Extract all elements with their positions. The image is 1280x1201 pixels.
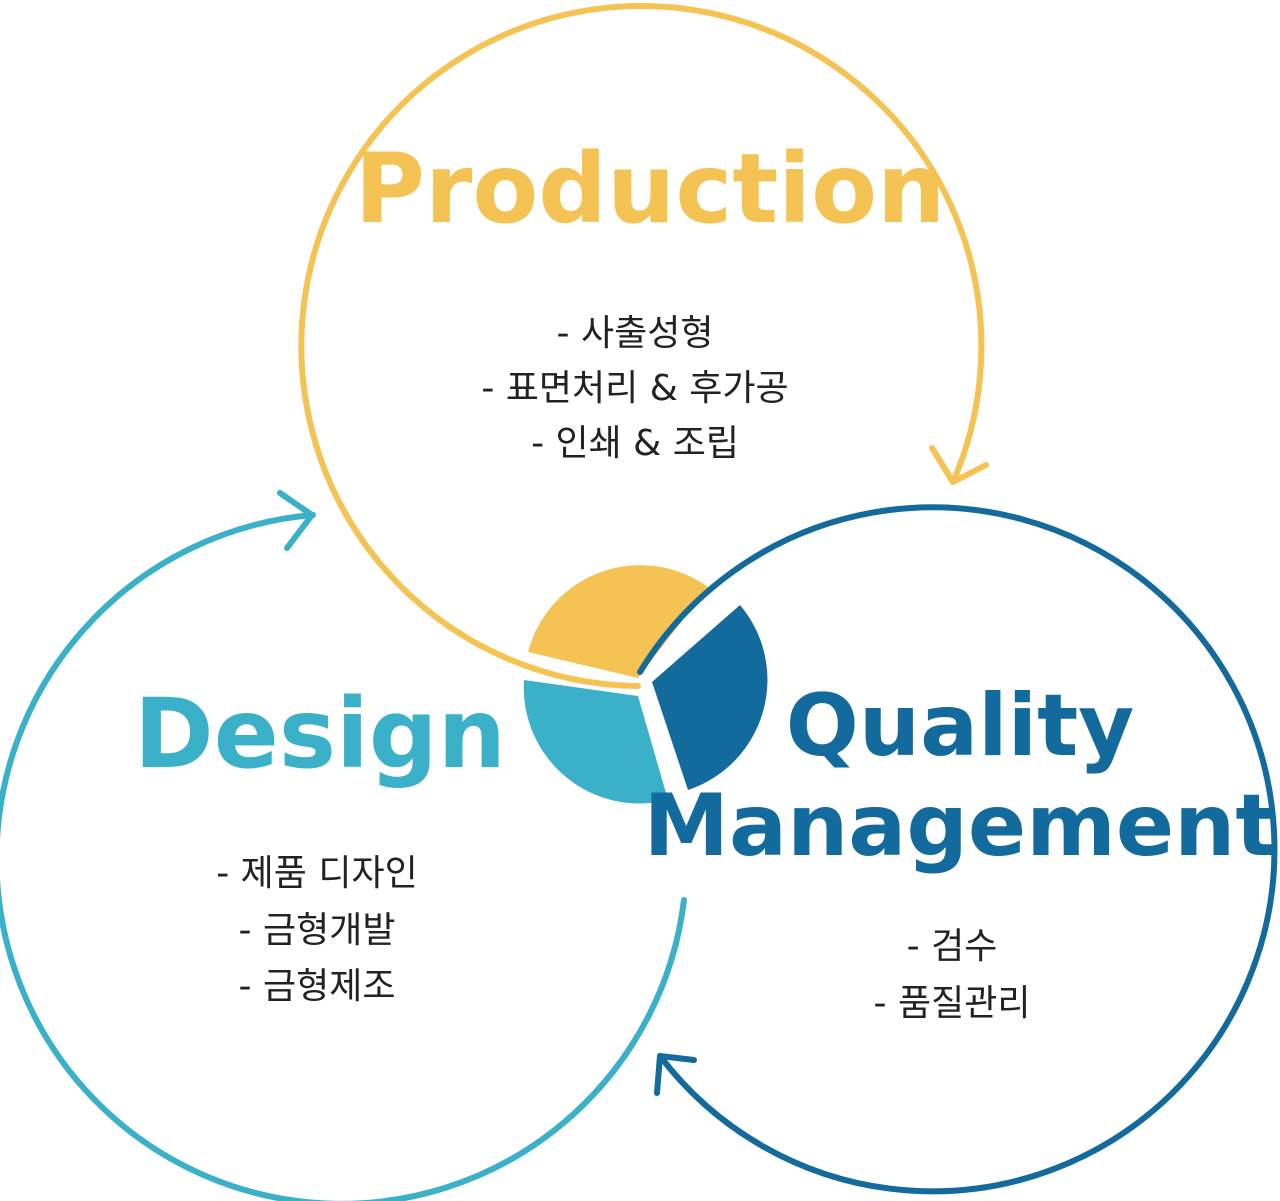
quality-circle	[637, 504, 1278, 1195]
center-segment-production	[528, 565, 708, 678]
production-circle	[298, 3, 989, 689]
quality-circle-outline	[637, 504, 1278, 1195]
design-circle-outline	[0, 512, 687, 1201]
production-arrow-icon	[929, 445, 989, 485]
production-title: Production	[355, 133, 946, 245]
design-arrow-icon	[277, 490, 315, 551]
quality-title-line1: Quality	[786, 676, 1135, 776]
design-title: Design	[134, 678, 506, 790]
design-circle	[0, 490, 687, 1201]
quality-arrow-icon	[654, 1053, 697, 1096]
design-item-2: - 금형개발	[239, 910, 396, 951]
center-segment-design	[523, 680, 668, 804]
quality-item-2: - 품질관리	[874, 983, 1031, 1024]
production-item-3: - 인쇄 & 조립	[531, 423, 739, 464]
design-item-3: - 금형제조	[239, 966, 396, 1007]
quality-item-1: - 검수	[907, 926, 998, 967]
center-hub	[523, 565, 768, 804]
quality-title-line2: Management	[643, 776, 1276, 876]
center-segment-quality	[652, 605, 768, 790]
design-item-1: - 제품 디자인	[216, 853, 417, 894]
production-circle-outline	[298, 3, 985, 689]
production-item-2: - 표면처리 & 후가공	[481, 368, 788, 409]
production-item-1: - 사출성형	[557, 313, 714, 354]
